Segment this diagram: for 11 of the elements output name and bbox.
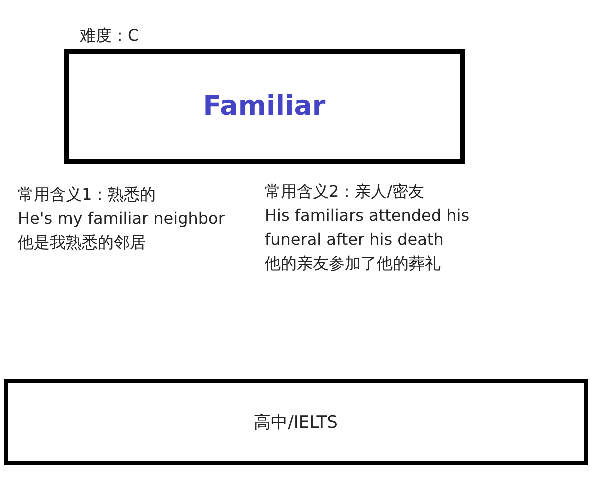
difficulty-label: 难度：C xyxy=(80,25,140,47)
example-sentence: His familiars attended his funeral after his death xyxy=(265,205,471,251)
meaning-heading: 常用含义1：熟悉的 xyxy=(18,184,156,206)
word-box xyxy=(64,49,465,164)
example-sentence: He's my familiar neighbor xyxy=(18,208,225,230)
headword: Familiar xyxy=(203,91,326,122)
translation: 他是我熟悉的邻居 xyxy=(18,232,146,254)
level-box xyxy=(4,379,588,465)
level-label: 高中/IELTS xyxy=(254,412,338,434)
meaning-heading: 常用含义2：亲人/密友 xyxy=(265,181,425,203)
translation: 他的亲友参加了他的葬礼 xyxy=(265,253,441,275)
